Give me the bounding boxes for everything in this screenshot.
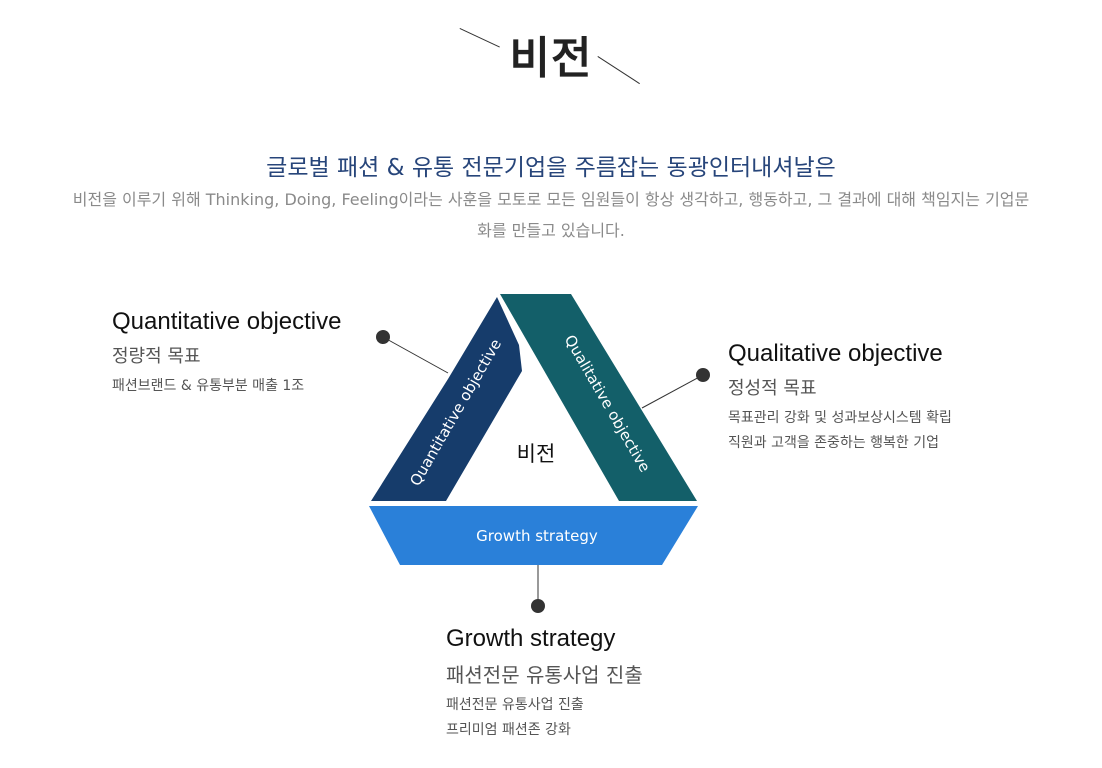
- growth-title-ko: 패션전문 유통사업 진출: [446, 663, 643, 687]
- description-line-2: 화를 만들고 있습니다.: [477, 221, 625, 240]
- growth-detail: 패션전문 유통사업 진출: [446, 697, 584, 713]
- growth-band-label: Growth strategy: [476, 527, 598, 545]
- quantitative-detail: 패션브랜드 & 유통부분 매출 1조: [112, 378, 305, 394]
- qualitative-title-en: Qualitative objective: [728, 340, 943, 367]
- page-title: 비전: [509, 33, 593, 84]
- qualitative-title-ko: 정성적 목표: [728, 378, 817, 399]
- qualitative-band: [500, 294, 697, 501]
- quantitative-title-en: Quantitative objective: [112, 308, 342, 335]
- qualitative-connector-line: [641, 374, 704, 409]
- quantitative-band: [371, 297, 522, 501]
- qualitative-label-block: Qualitative objective 정성적 목표 목표관리 강화 및 성…: [728, 340, 952, 456]
- qualitative-detail: 목표관리 강화 및 성과보상시스템 확립: [728, 410, 952, 426]
- qualitative-connector-dot: [696, 368, 710, 382]
- quantitative-connector-dot: [376, 330, 390, 344]
- description-line-1: 비전을 이루기 위해 Thinking, Doing, Feeling이라는 사…: [72, 190, 1030, 209]
- quantitative-label-block: Quantitative objective 정량적 목표 패션브랜드 & 유통…: [112, 308, 341, 399]
- growth-band: [369, 506, 698, 565]
- title-area: 비전: [0, 14, 1102, 85]
- growth-connector-dot: [531, 599, 545, 613]
- qualitative-detail: 직원과 고객을 존중하는 행복한 기업: [728, 435, 939, 451]
- quantitative-connector-line: [382, 336, 449, 374]
- growth-title-en: Growth strategy: [446, 625, 616, 652]
- headline: 글로벌 패션 & 유통 전문기업을 주름잡는 동광인터내셔날은: [266, 155, 836, 181]
- growth-label-block: Growth strategy 패션전문 유통사업 진출 패션전문 유통사업 진…: [446, 625, 643, 743]
- description: 비전을 이루기 위해 Thinking, Doing, Feeling이라는 사…: [10, 184, 1092, 246]
- center-vision-label: 비전: [517, 442, 556, 466]
- quantitative-title-ko: 정량적 목표: [112, 346, 201, 367]
- growth-detail: 프리미엄 패션존 강화: [446, 722, 571, 738]
